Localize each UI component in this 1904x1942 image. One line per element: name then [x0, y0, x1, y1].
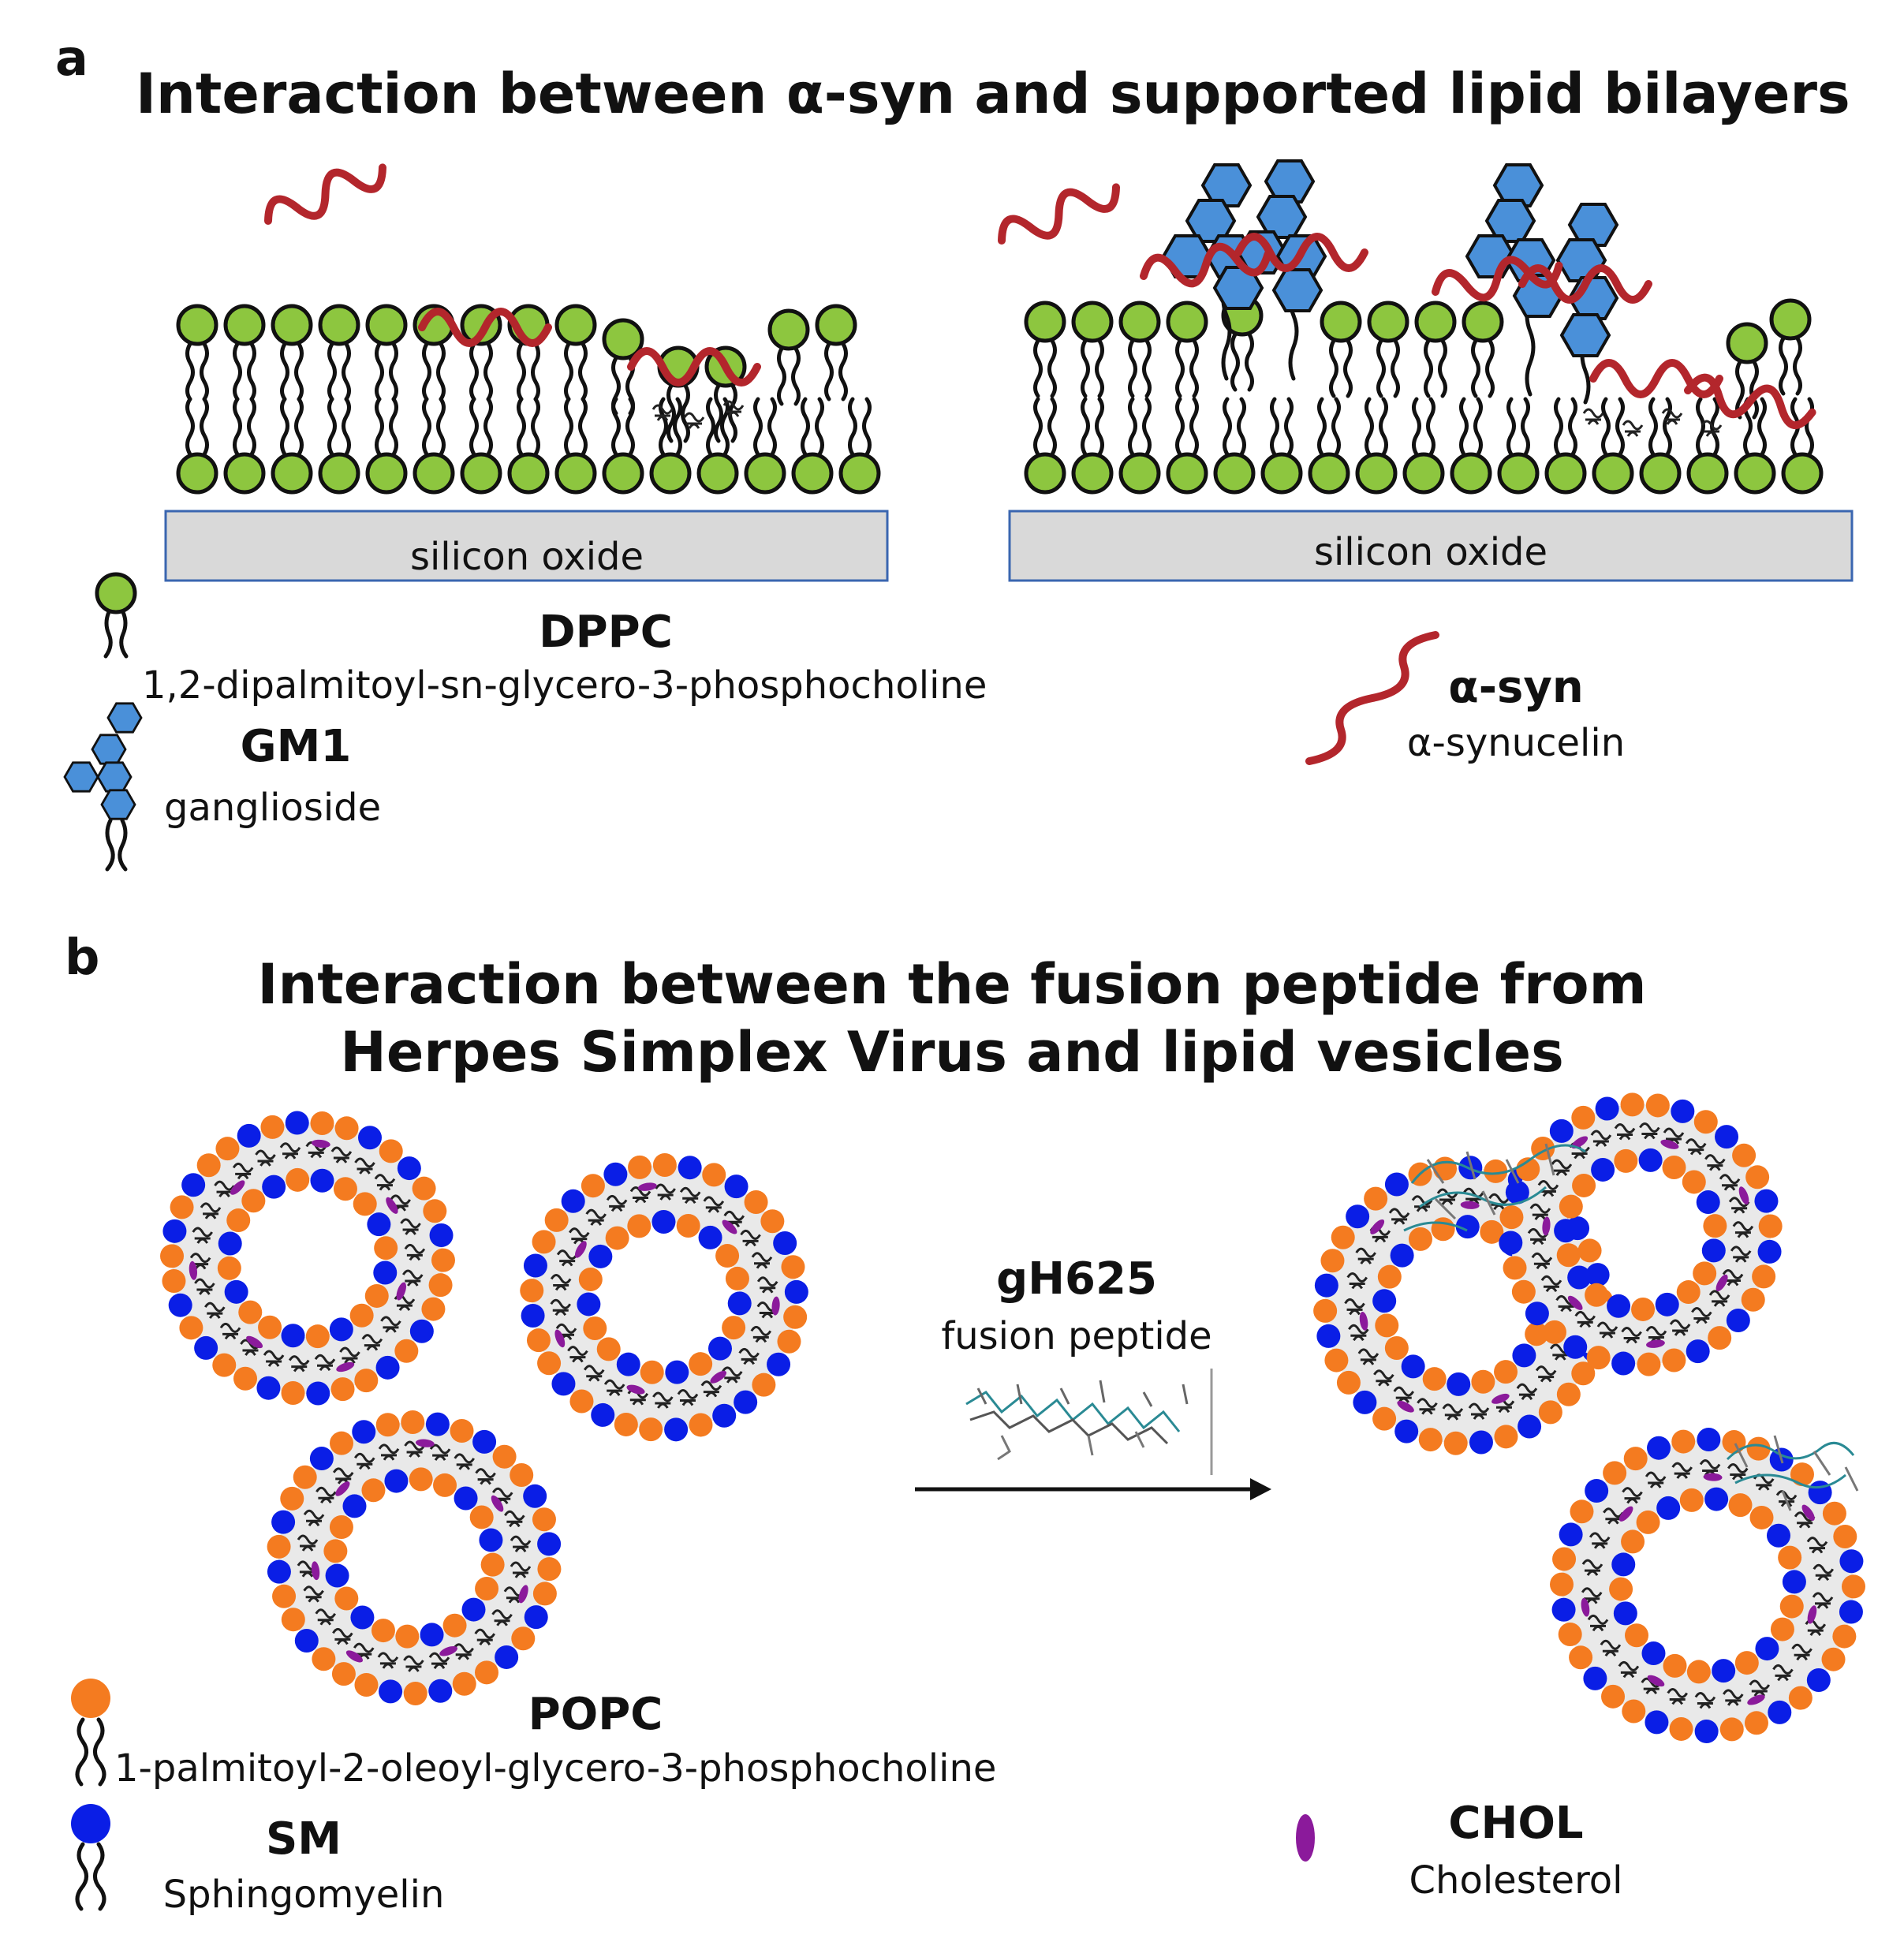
legend-popc-desc: 1-palmitoyl-2-oleoyl-glycero-3-phosphoch…: [114, 1746, 996, 1791]
legend-dppc-desc: 1,2-dipalmitoyl-sn-glycero-3-phosphochol…: [142, 663, 987, 708]
right-bilayer: silicon oxide: [1008, 159, 1854, 582]
right-substrate: [1008, 510, 1854, 582]
legend-asyn-name: α-syn: [1448, 662, 1583, 713]
legend-popc-name: POPC: [528, 1689, 663, 1740]
left-bottom-leaflet: [178, 399, 879, 492]
panel-a-letter: a: [55, 29, 88, 87]
legend-asyn-icon: [1305, 631, 1439, 765]
legend-sm-desc: Sphingomyelin: [163, 1873, 445, 1917]
legend-gm1-name: GM1: [241, 721, 352, 772]
right-substrate-label: silicon oxide: [1314, 530, 1547, 574]
peptide-overlay-2: [1726, 1435, 1859, 1511]
panel-b-letter: b: [65, 928, 99, 986]
vesicle-1: [160, 1111, 455, 1406]
left-bilayer: silicon oxide: [164, 306, 889, 582]
legend-sm-name: SM: [266, 1813, 342, 1865]
legend-dppc-name: DPPC: [539, 607, 673, 658]
legend-gm1-icon: [63, 702, 143, 872]
vesicle-fused-right: [1499, 1092, 1783, 1376]
arrow-label: gH625: [996, 1253, 1157, 1305]
vesicle-2: [520, 1153, 808, 1442]
reaction-arrow: [915, 1478, 1271, 1500]
vesicle-3: [267, 1410, 562, 1705]
legend-chol-name: CHOL: [1448, 1798, 1583, 1849]
vesicle-merged: [1550, 1428, 1865, 1743]
arrow-sublabel: fusion peptide: [941, 1314, 1211, 1358]
vesicles: [160, 1092, 1865, 1743]
right-bottom-leaflet: [1026, 399, 1821, 492]
legend-chol-icon: [1296, 1814, 1315, 1862]
panel-a-title: Interaction between α-syn and supported …: [136, 62, 1850, 126]
panel-b-title-line1: Interaction between the fusion peptide f…: [257, 952, 1646, 1017]
panel-b-title-line2: Herpes Simplex Virus and lipid vesicles: [340, 1020, 1563, 1085]
legend-sm-icon: [71, 1804, 110, 1911]
left-substrate: [164, 510, 889, 582]
legend-asyn-desc: α-synucelin: [1407, 721, 1625, 765]
legend-chol-desc: Cholesterol: [1409, 1858, 1623, 1903]
legend-popc-icon: [71, 1679, 110, 1787]
right-asyn-group: [995, 173, 1815, 428]
legend-dppc-icon: [95, 572, 137, 659]
legend-gm1-desc: ganglioside: [164, 786, 381, 830]
left-substrate-label: silicon oxide: [410, 535, 644, 579]
peptide-overlay-1: [1403, 1143, 1586, 1232]
peptide-structure: [965, 1369, 1213, 1475]
